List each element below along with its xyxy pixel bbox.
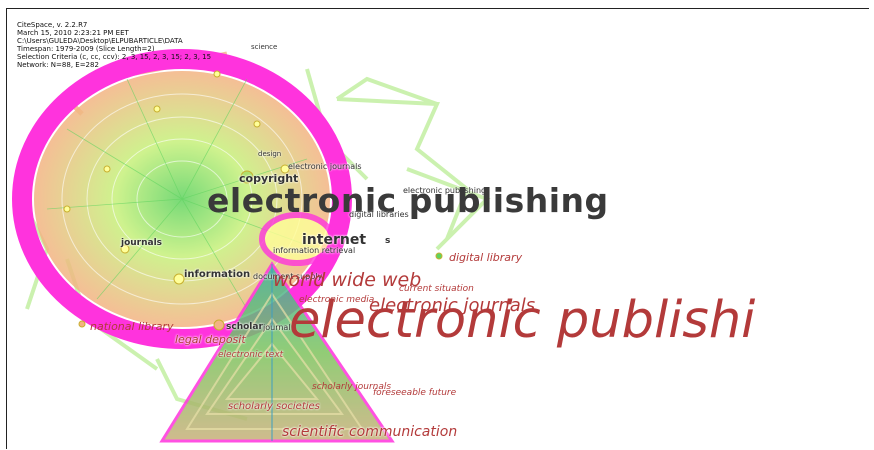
label-scholarly-journals[interactable]: scholarly journals <box>312 382 392 392</box>
label-document-supply[interactable]: document supply <box>253 272 323 281</box>
main-cluster-ring <box>12 49 352 349</box>
network-nodes <box>63 70 443 331</box>
label-national-library[interactable]: national library <box>90 320 174 333</box>
info-line: C:\Users\GULEDA\Desktop\ELPUBARTICLE\DAT… <box>17 37 183 45</box>
info-line: Timespan: 1979-2009 (Slice Length=2) <box>17 45 155 53</box>
internet-cluster-ring <box>259 212 335 266</box>
info-line: March 15, 2010 2:23:21 PM EET <box>17 29 129 37</box>
label-electronic-media[interactable]: electronic media <box>299 295 375 305</box>
info-line: CiteSpace, v. 2.2.R7 <box>17 21 88 29</box>
label-scientific-communication[interactable]: scientific communication <box>282 424 458 440</box>
label-design[interactable]: design <box>258 150 282 158</box>
triangle-cluster <box>159 261 395 443</box>
cluster-network-visualization[interactable] <box>7 9 869 449</box>
label-information[interactable]: information <box>184 269 251 280</box>
label-electronic-journals-red[interactable]: electronic journals <box>369 295 536 316</box>
label-scholarly[interactable]: scholar <box>226 322 263 332</box>
label-internet-suffix[interactable]: s <box>385 236 391 246</box>
label-electronic-journals[interactable]: electronic journals <box>288 162 362 171</box>
label-scholarly-societies[interactable]: scholarly societies <box>228 401 320 412</box>
label-science[interactable]: science <box>251 43 278 51</box>
label-world-wide-web[interactable]: world wide web <box>273 269 422 291</box>
label-digital-library[interactable]: digital library <box>449 251 523 264</box>
label-internet[interactable]: internet <box>302 232 367 248</box>
label-information-retrieval[interactable]: information retrieval <box>273 246 356 255</box>
label-legal-deposit[interactable]: legal deposit <box>175 333 246 346</box>
label-journal[interactable]: journal <box>263 323 291 332</box>
label-electronic-publishing-big[interactable]: electronic publishi <box>289 291 756 350</box>
label-electronic-publishing-small[interactable]: electronic publishing <box>403 186 487 195</box>
label-current-situation[interactable]: current situation <box>399 284 474 294</box>
info-line: Selection Criteria (c, cc, ccv): 2, 3, 1… <box>17 53 212 61</box>
label-digital-libraries[interactable]: digital libraries <box>349 210 409 219</box>
label-electronic-publishing-main[interactable]: electronic publishing <box>207 181 609 220</box>
info-line: Network: N=88, E=282 <box>17 61 99 69</box>
label-journals[interactable]: journals <box>121 238 163 248</box>
label-foreseeable-future[interactable]: foreseeable future <box>373 388 457 398</box>
label-electronic-text[interactable]: electronic text <box>218 350 284 360</box>
label-copyright[interactable]: copyright <box>239 172 299 185</box>
